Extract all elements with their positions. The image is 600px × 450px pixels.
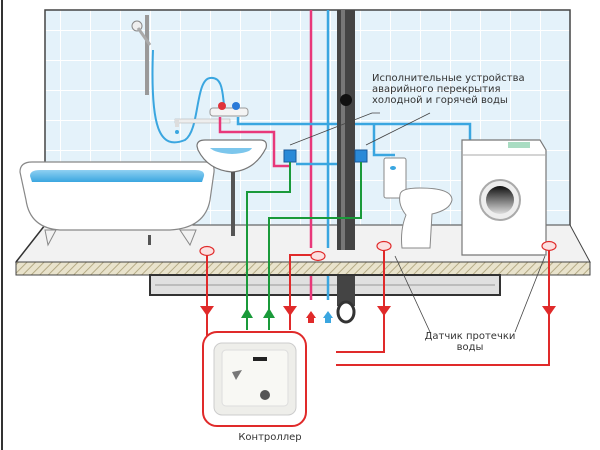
sink xyxy=(196,139,267,236)
actuators-label-line: холодной и горячей воды xyxy=(372,95,508,106)
control-wires xyxy=(241,162,362,330)
actuators-label-line: Исполнительные устройства xyxy=(372,73,525,84)
valve-1 xyxy=(283,149,297,163)
sensor-leader-lines xyxy=(394,255,546,333)
hot-water-pipes xyxy=(218,10,313,300)
washing-machine xyxy=(461,139,547,256)
sensor-wires xyxy=(206,248,550,366)
toilet xyxy=(383,157,453,249)
sensor-4 xyxy=(541,240,557,252)
flow-arrows xyxy=(306,311,333,323)
actuators-label-line: аварийного перекрытия xyxy=(372,84,501,95)
controller xyxy=(202,331,307,427)
valve-2 xyxy=(354,149,368,163)
sensor-1 xyxy=(199,245,215,257)
mixer-tap xyxy=(174,102,249,134)
controller-label: Контроллер xyxy=(238,432,302,443)
sensor-label-line: воды xyxy=(456,342,484,353)
actuators-leader-lines xyxy=(289,112,431,146)
bathtub xyxy=(19,161,215,247)
sensor-label: Датчик протечки воды xyxy=(420,331,520,353)
sensor-label-line: Датчик протечки xyxy=(424,331,516,342)
actuators-label: Исполнительные устройства аварийного пер… xyxy=(372,73,542,106)
sensor-2 xyxy=(310,250,326,262)
sewer-riser xyxy=(336,10,356,324)
sensor-arrows xyxy=(200,306,556,316)
sensor-3 xyxy=(376,240,392,252)
